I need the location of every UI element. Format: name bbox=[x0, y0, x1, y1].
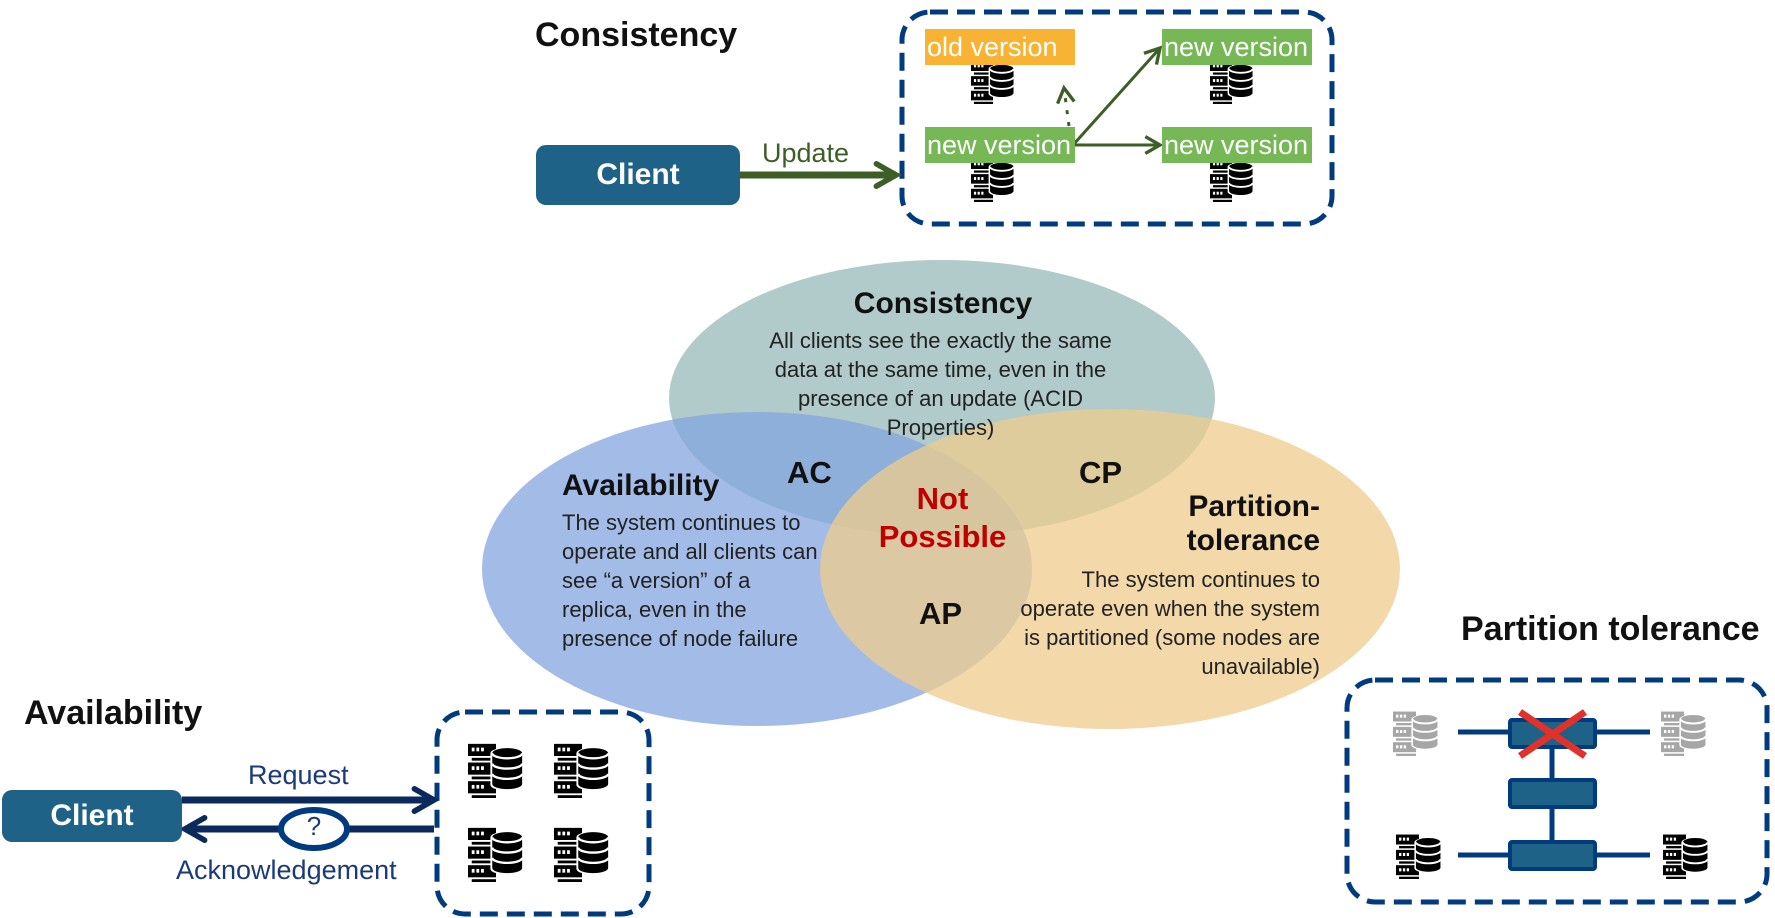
availability-replica-group bbox=[434, 709, 652, 917]
consistency-panel-title: Consistency bbox=[535, 16, 738, 54]
acknowledgement-label: Acknowledgement bbox=[176, 855, 397, 885]
venn-consistency-description: All clients see the exactly the same dat… bbox=[769, 328, 1112, 440]
venn-partition-description: The system continues to operate even whe… bbox=[1020, 567, 1320, 679]
replica-version-new: new version bbox=[1162, 29, 1312, 65]
server-icon bbox=[466, 742, 526, 798]
failure-cross-icon bbox=[1518, 709, 1587, 759]
replica-version-new: new version bbox=[925, 127, 1075, 163]
server-unavailable-icon bbox=[1391, 710, 1441, 756]
availability-panel-title: Availability bbox=[24, 694, 203, 732]
server-unavailable-icon bbox=[1659, 710, 1709, 756]
venn-consistency-title: Consistency bbox=[853, 287, 1033, 320]
client-node: Client bbox=[2, 790, 182, 842]
intersection-cap-not-possible: Not Possible bbox=[870, 480, 1015, 556]
server-icon bbox=[552, 826, 612, 882]
venn-availability-description: The system continues to operate and all … bbox=[562, 510, 818, 651]
server-icon bbox=[552, 742, 612, 798]
request-label: Request bbox=[248, 760, 349, 790]
not-possible-line2: Possible bbox=[878, 519, 1007, 554]
server-icon bbox=[1208, 158, 1256, 202]
venn-partition-title-line2: tolerance bbox=[1186, 524, 1320, 557]
intersection-cp-label: CP bbox=[1079, 455, 1123, 490]
ack-question-mark: ? bbox=[306, 811, 322, 841]
replicate-arrow-up bbox=[1071, 45, 1163, 147]
server-icon bbox=[1394, 833, 1444, 879]
replica-version-new: new version bbox=[1162, 127, 1312, 163]
partition-panel-title: Partition tolerance bbox=[1461, 610, 1760, 648]
partition-network-group bbox=[1344, 677, 1770, 905]
server-icon bbox=[969, 60, 1017, 104]
uncertain-ack-icon bbox=[278, 807, 350, 851]
network-switch bbox=[1508, 778, 1597, 809]
update-label: Update bbox=[762, 138, 850, 168]
venn-partition-title: Partition- tolerance bbox=[1090, 490, 1320, 558]
not-possible-line1: Not bbox=[916, 481, 969, 516]
network-switch bbox=[1508, 840, 1597, 871]
venn-partition-title-line1: Partition- bbox=[1188, 490, 1320, 523]
replicate-arrow-pending bbox=[1056, 84, 1076, 127]
consistency-replica-group bbox=[899, 9, 1335, 227]
replica-version-old: old version bbox=[925, 29, 1075, 65]
venn-circle-partition bbox=[820, 409, 1400, 729]
client-label: Client bbox=[50, 799, 134, 832]
client-label: Client bbox=[596, 158, 680, 191]
intersection-ap-label: AP bbox=[919, 596, 963, 631]
server-icon bbox=[1208, 60, 1256, 104]
server-icon bbox=[969, 158, 1017, 202]
server-icon bbox=[466, 826, 526, 882]
server-icon bbox=[1661, 833, 1711, 879]
client-node: Client bbox=[536, 145, 740, 205]
venn-availability-title: Availability bbox=[562, 469, 720, 502]
intersection-ac-label: AC bbox=[787, 455, 832, 490]
